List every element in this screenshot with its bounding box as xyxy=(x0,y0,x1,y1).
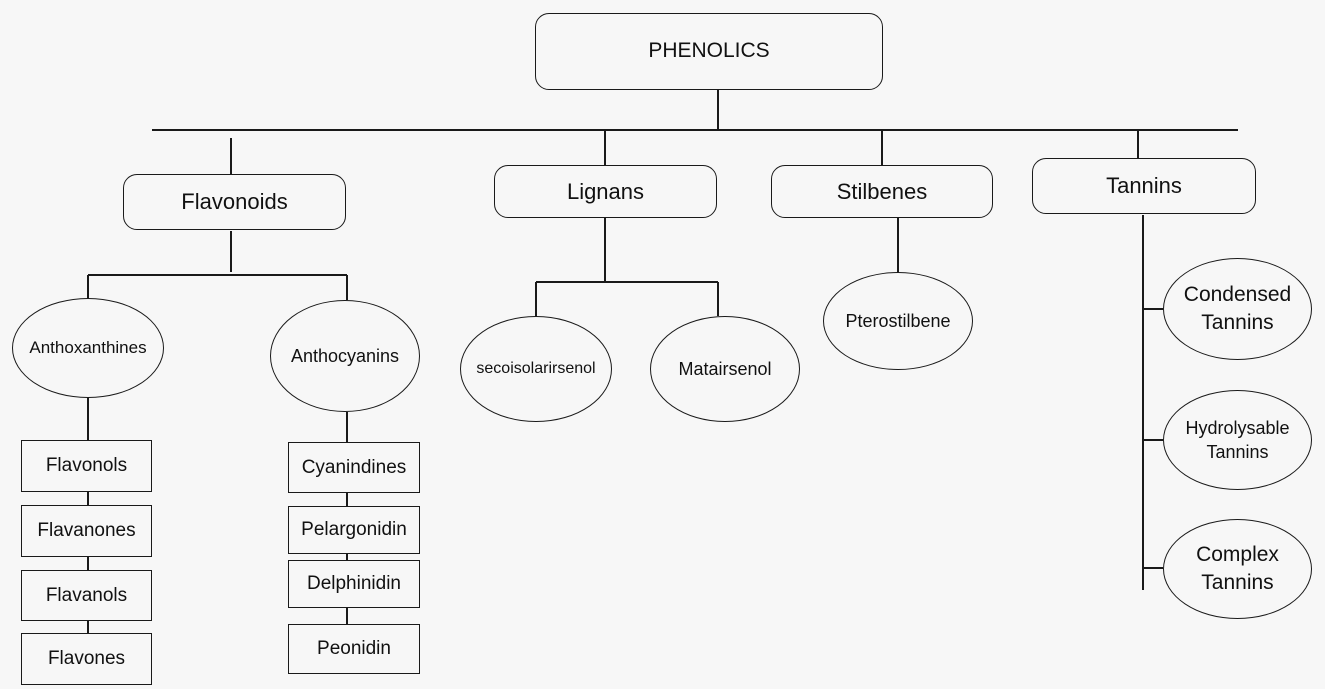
tannin-label-line2: Tannins xyxy=(1206,442,1269,462)
compound-label: Cyanindines xyxy=(301,456,407,478)
lignans-label: Lignans xyxy=(566,178,645,204)
tannin-node-complex: Complex Tannins xyxy=(1163,519,1312,619)
compound-label: Delphinidin xyxy=(306,573,401,595)
compound-node-matairsenol: Matairsenol xyxy=(650,316,800,422)
flavonoids-label: Flavonoids xyxy=(181,189,288,215)
anthocyanins-label: Anthocyanins xyxy=(290,345,400,366)
tannin-label-line1: Hydrolysable xyxy=(1185,417,1290,438)
compound-box-flavones: Flavones xyxy=(21,633,152,685)
compound-box-flavanones: Flavanones xyxy=(21,505,152,557)
subclass-node-anthoxanthines: Anthoxanthines xyxy=(12,298,164,398)
compound-box-pelargonidin: Pelargonidin xyxy=(288,506,420,554)
root-node-phenolics: PHENOLICS xyxy=(535,13,883,90)
stilbenes-label: Stilbenes xyxy=(836,178,928,204)
compound-label: Matairsenol xyxy=(678,358,772,379)
category-node-stilbenes: Stilbenes xyxy=(771,165,993,218)
anthoxanthines-label: Anthoxanthines xyxy=(29,337,147,357)
compound-label: Flavonols xyxy=(45,455,128,477)
compound-box-peonidin: Peonidin xyxy=(288,624,420,674)
category-node-tannins: Tannins xyxy=(1032,158,1256,214)
subclass-node-anthocyanins: Anthocyanins xyxy=(270,300,420,412)
compound-node-pterostilbene: Pterostilbene xyxy=(823,272,973,370)
category-node-flavonoids: Flavonoids xyxy=(123,174,346,230)
compound-label: secoisolarirsenol xyxy=(476,360,596,378)
compound-label: Pelargonidin xyxy=(301,519,407,541)
compound-label: Flavanones xyxy=(37,520,136,542)
compound-box-cyanindines: Cyanindines xyxy=(288,442,420,493)
compound-node-secoisolarirsenol: secoisolarirsenol xyxy=(460,316,612,422)
compound-label: Flavones xyxy=(47,648,126,670)
tannin-node-condensed: Condensed Tannins xyxy=(1163,258,1312,360)
tannin-label-line2: Tannins xyxy=(1201,311,1274,334)
tannin-label-line1: Condensed xyxy=(1183,282,1292,306)
tannin-node-hydrolysable: Hydrolysable Tannins xyxy=(1163,390,1312,490)
tannin-label-line1: Complex xyxy=(1196,542,1279,566)
tannin-label-line2: Tannins xyxy=(1201,571,1274,594)
compound-box-flavonols: Flavonols xyxy=(21,440,152,492)
compound-label: Flavanols xyxy=(45,584,128,606)
compound-label: Peonidin xyxy=(317,638,391,660)
tannins-label: Tannins xyxy=(1106,173,1182,199)
compound-label: Pterostilbene xyxy=(845,310,951,331)
root-label: PHENOLICS xyxy=(648,39,770,63)
compound-box-flavanols: Flavanols xyxy=(21,570,152,621)
category-node-lignans: Lignans xyxy=(494,165,717,218)
compound-box-delphinidin: Delphinidin xyxy=(288,560,420,608)
